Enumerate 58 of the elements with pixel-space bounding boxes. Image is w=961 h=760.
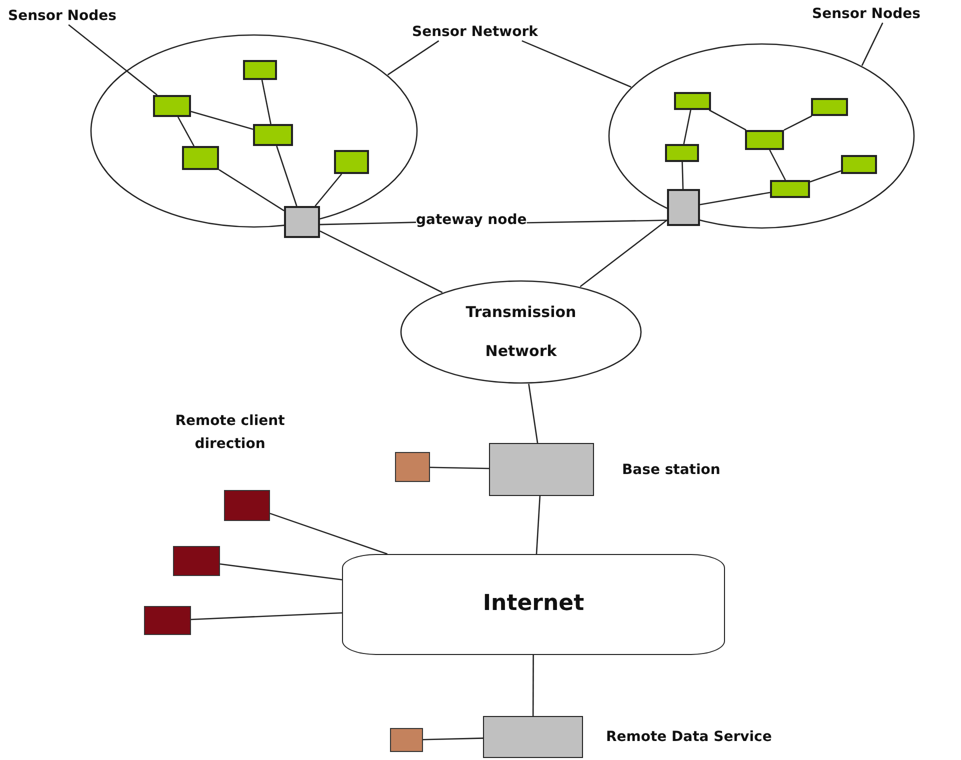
link-line: [218, 169, 284, 212]
sensor-node: [182, 146, 219, 170]
link-line: [682, 162, 684, 190]
link-line: [422, 738, 484, 740]
sensor-node: [243, 60, 277, 80]
terminal-block: [390, 728, 423, 752]
link-line: [261, 80, 272, 124]
internet-cloud: [342, 554, 725, 655]
callout-text: Sensor Network: [412, 24, 538, 41]
sensor-node: [153, 95, 191, 117]
station-label: Remote Data Service: [606, 729, 772, 745]
sensor-node: [334, 150, 369, 174]
network-label: Internet: [482, 591, 584, 618]
link-line: [580, 220, 668, 288]
link-line: [683, 110, 692, 144]
client-block: [173, 546, 220, 576]
note-text: Remote client direction: [174, 412, 286, 454]
callout-text: gateway node: [416, 212, 527, 229]
link-line: [276, 146, 298, 206]
leader-line: [387, 40, 440, 76]
link-line: [810, 170, 842, 183]
sensor-node: [841, 155, 877, 174]
link-line: [320, 230, 443, 294]
terminal-block: [395, 452, 430, 482]
client-block: [144, 606, 191, 635]
network-ellipse: [608, 43, 915, 229]
sensor-node: [674, 92, 711, 110]
transmission-network-ellipse: [400, 280, 642, 384]
link-line: [270, 512, 388, 555]
link-line: [532, 655, 534, 716]
sensor-node: [770, 180, 810, 198]
leader-line: [861, 22, 884, 66]
link-line: [430, 466, 490, 470]
link-line: [220, 563, 342, 580]
link-line: [190, 612, 342, 620]
leader-line: [526, 220, 668, 224]
leader-line: [68, 24, 158, 96]
station-label: Base station: [622, 462, 720, 478]
link-line: [700, 192, 770, 206]
link-line: [784, 115, 812, 131]
callout-text: Sensor Nodes: [812, 6, 920, 23]
link-line: [177, 116, 194, 146]
callout-text: Sensor Nodes: [8, 8, 116, 25]
link-line: [536, 496, 541, 554]
sensor-node: [811, 98, 848, 116]
gateway-node: [284, 206, 320, 238]
client-block: [224, 490, 270, 521]
sensor-node: [253, 124, 293, 146]
link-line: [314, 174, 342, 206]
network-label: Transmission Network: [464, 302, 578, 362]
link-line: [708, 109, 746, 131]
sensor-node: [745, 130, 784, 150]
link-line: [528, 384, 538, 444]
link-line: [769, 150, 786, 180]
leader-line: [320, 222, 416, 226]
sensor-node: [665, 144, 699, 162]
link-line: [190, 110, 254, 130]
leader-line: [522, 40, 632, 88]
